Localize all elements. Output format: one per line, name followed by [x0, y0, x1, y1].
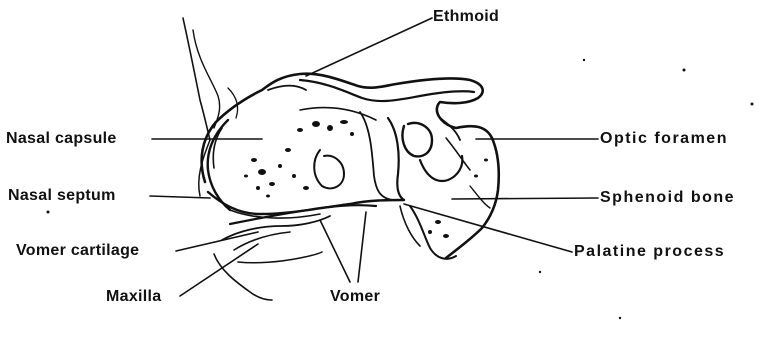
- ethmoid-ridge: [268, 86, 306, 91]
- fibre-line: [228, 88, 238, 118]
- label-optic-foramen: Optic foramen: [600, 130, 728, 148]
- sphenoid-shape: [470, 186, 490, 208]
- maxilla-bone: [214, 254, 272, 300]
- leader-maxilla: [180, 244, 258, 296]
- sphenoid-shape: [420, 156, 462, 181]
- leader-vomer-cartilage: [176, 232, 258, 251]
- label-vomer: Vomer: [330, 288, 380, 306]
- optic-foramen-shape: [402, 123, 432, 156]
- label-maxilla: Maxilla: [106, 288, 161, 306]
- leader-sphenoid-bone: [452, 198, 598, 199]
- ethmoid-ridge: [300, 80, 474, 101]
- label-sphenoid-bone: Sphenoid bone: [600, 189, 735, 207]
- label-vomer-cartilage: Vomer cartilage: [16, 242, 139, 260]
- sphenoid-shape: [410, 206, 456, 259]
- internal-line: [360, 112, 392, 200]
- internal-line: [388, 118, 404, 200]
- label-nasal-septum: Nasal septum: [8, 187, 116, 205]
- sphenoid-shape: [400, 206, 420, 246]
- label-palatine-process: Palatine process: [574, 243, 725, 261]
- leader-ethmoid: [306, 18, 432, 76]
- sphenoid-shape: [446, 138, 470, 170]
- fibre-line: [183, 18, 210, 140]
- leader-nasal-septum: [150, 196, 210, 198]
- maxilla-bone: [238, 252, 322, 263]
- leader-vomer-1: [320, 220, 350, 282]
- label-nasal-capsule: Nasal capsule: [6, 130, 117, 148]
- vomer-bone: [234, 232, 290, 250]
- label-ethmoid: Ethmoid: [433, 8, 499, 26]
- internal-line: [314, 150, 344, 188]
- leader-vomer-2: [358, 212, 366, 282]
- fibre-line: [193, 30, 220, 128]
- internal-line: [300, 108, 376, 120]
